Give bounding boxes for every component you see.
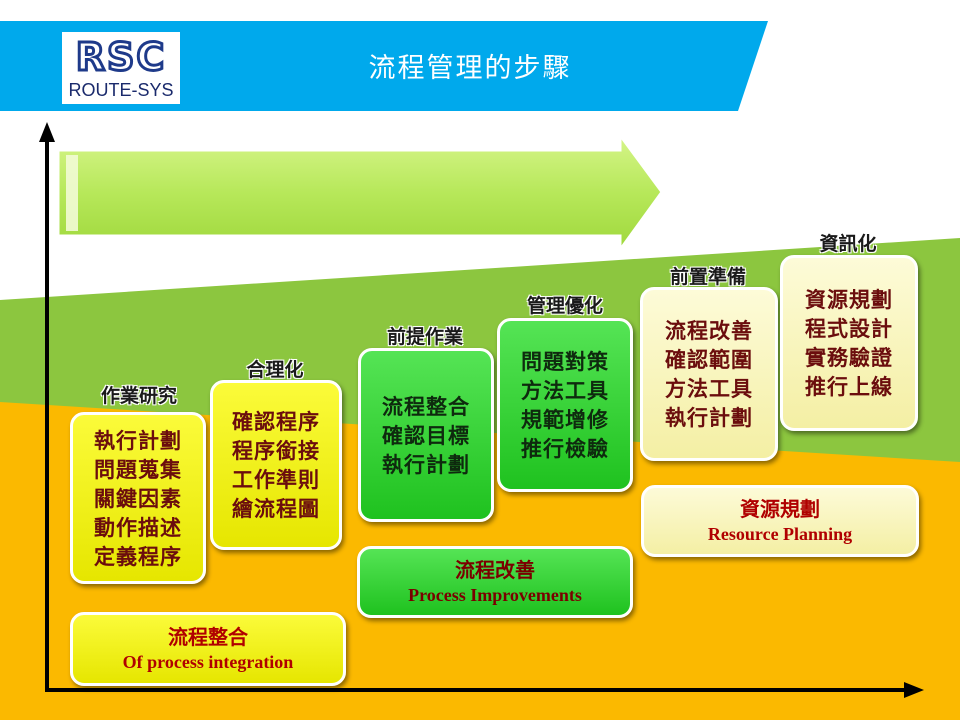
phase-title-en: Resource Planning — [707, 524, 853, 544]
step-item: 推行檢驗 — [521, 436, 609, 461]
step-box-1: 執行計劃 問題蒐集 關鍵因素 動作描述 定義程序 — [70, 412, 206, 584]
phase-box-improvements: 流程改善 Process Improvements — [357, 546, 633, 618]
step-item: 程式設計 — [805, 316, 893, 341]
phase-title-en: Process Improvements — [408, 585, 582, 605]
step-item: 執行計劃 — [665, 405, 753, 430]
step-item: 定義程序 — [94, 543, 182, 569]
phase-title-zh: 資源規劃 — [740, 497, 820, 521]
step-item: 執行計劃 — [382, 451, 470, 477]
step-title-6: 資訊化 — [819, 233, 877, 255]
step-item: 規範增修 — [521, 407, 609, 432]
step-item: 確認程序 — [232, 409, 320, 434]
step-title-1: 作業研究 — [100, 385, 177, 407]
step-item: 確認範圍 — [665, 347, 753, 372]
step-item: 關鍵因素 — [94, 485, 182, 511]
step-item: 程序銜接 — [232, 438, 320, 463]
progress-arrow — [56, 130, 664, 255]
logo: RSC ROUTE-SYS — [62, 32, 180, 104]
step-box-3: 流程整合 確認目標 執行計劃 — [358, 348, 494, 522]
step-item: 問題蒐集 — [94, 456, 182, 482]
page-title: 流程管理的步驟 — [368, 53, 572, 84]
phase-title-en: Of process integration — [122, 652, 294, 672]
step-item: 資源規劃 — [805, 287, 893, 312]
step-box-6: 資源規劃 程式設計 實務驗證 推行上線 — [780, 255, 918, 431]
step-item: 實務驗證 — [805, 345, 893, 370]
step-item: 問題對策 — [521, 349, 609, 374]
step-item: 執行計劃 — [94, 427, 182, 453]
progress-arrow-highlight — [66, 155, 78, 231]
step-box-4: 問題對策 方法工具 規範增修 推行檢驗 — [497, 318, 633, 492]
step-title-3: 前提作業 — [386, 326, 463, 348]
logo-text: ROUTE-SYS — [68, 80, 174, 100]
y-axis-arrowhead — [39, 122, 55, 142]
step-item: 動作描述 — [94, 514, 182, 540]
step-title-2: 合理化 — [246, 359, 304, 381]
step-box-2: 確認程序 程序銜接 工作準則 繪流程圖 — [210, 380, 342, 550]
step-item: 繪流程圖 — [232, 496, 320, 521]
step-item: 流程改善 — [665, 318, 753, 343]
step-item: 方法工具 — [521, 378, 609, 403]
step-title-5: 前置準備 — [669, 266, 746, 288]
x-axis-arrowhead — [904, 682, 924, 698]
step-item: 工作準則 — [232, 467, 320, 492]
step-item: 方法工具 — [665, 376, 753, 401]
header-bar — [0, 21, 768, 111]
logo-mark: RSC — [64, 34, 178, 78]
phase-box-resource-planning: 資源規劃 Resource Planning — [641, 485, 919, 557]
phase-title-zh: 流程整合 — [168, 625, 248, 649]
phase-box-integration: 流程整合 Of process integration — [70, 612, 346, 686]
svg-text:RSC: RSC — [76, 35, 167, 78]
phase-title-zh: 流程改善 — [455, 558, 535, 582]
step-title-4: 管理優化 — [526, 295, 603, 317]
step-item: 確認目標 — [382, 422, 470, 448]
step-item: 推行上線 — [805, 374, 893, 399]
step-item: 流程整合 — [382, 393, 470, 419]
step-box-5: 流程改善 確認範圍 方法工具 執行計劃 — [640, 287, 778, 461]
